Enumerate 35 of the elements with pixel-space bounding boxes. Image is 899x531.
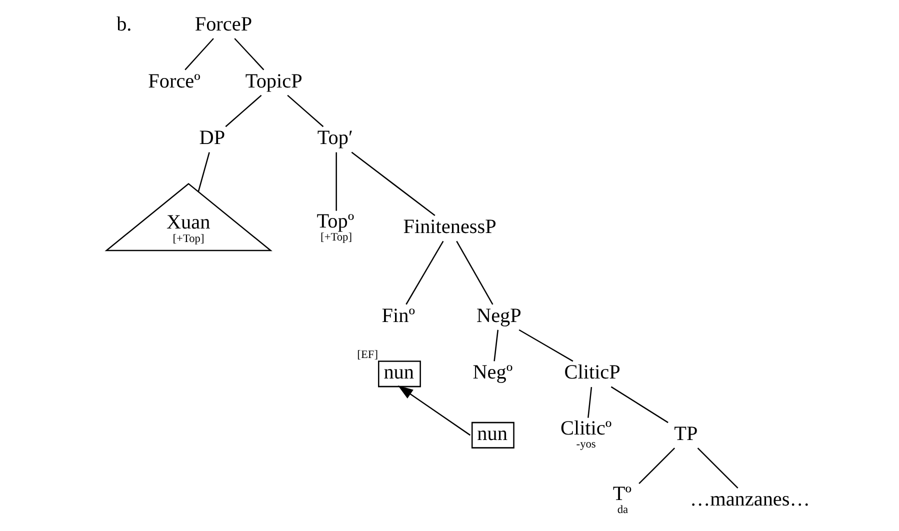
connector: [184, 38, 214, 70]
connector: [610, 386, 668, 424]
connector: [493, 330, 498, 362]
node-text: CliticP: [564, 362, 620, 384]
node-text: Finº: [381, 304, 414, 327]
node-text: TP: [674, 422, 698, 445]
node-text: Topº [+Top]: [316, 210, 354, 244]
node-text: Forceº: [148, 70, 200, 92]
connector: [224, 94, 262, 128]
connector: [350, 152, 435, 216]
node-text: Tº da: [612, 482, 632, 516]
node-text: Top′: [316, 127, 352, 150]
node-text: TopicP: [244, 70, 302, 92]
connector: [456, 240, 493, 305]
node-box: nun: [470, 422, 514, 448]
connector: [638, 448, 675, 484]
connector: [197, 152, 210, 192]
node-text: FinitenessP: [402, 216, 496, 238]
node-text: NegP: [476, 304, 521, 327]
connector: [518, 329, 573, 362]
connector: [696, 448, 738, 489]
connector: [405, 240, 444, 305]
connector: [587, 387, 592, 418]
node-text: Cliticº -yos: [560, 417, 612, 450]
node-text: Negº: [472, 362, 512, 384]
node-text: DP: [198, 127, 225, 150]
connector: [286, 94, 324, 128]
node-box: nun: [378, 360, 420, 388]
arrow: [397, 385, 470, 436]
node-text: …manzanes…: [689, 488, 810, 511]
label: b.: [116, 14, 132, 36]
connector: [234, 38, 264, 70]
connector: [335, 152, 336, 211]
node-label: [EF]: [356, 348, 378, 361]
node-text: ForceP: [194, 14, 252, 36]
